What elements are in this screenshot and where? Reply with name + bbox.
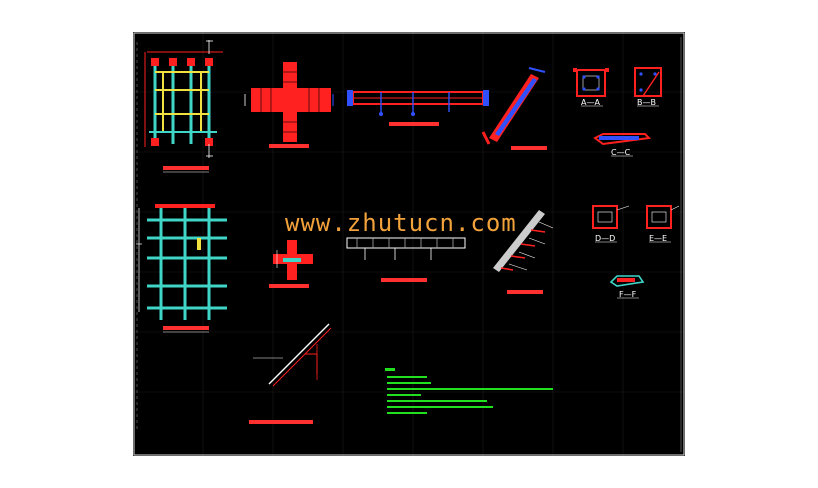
section-label-f: F—F xyxy=(619,290,637,299)
section-b-b xyxy=(634,67,662,107)
beam-section-1 xyxy=(347,90,489,126)
section-label-e: E—E xyxy=(649,234,668,243)
section-label-a: A—A xyxy=(581,98,600,107)
section-d-d xyxy=(592,205,630,243)
stair-elevation xyxy=(249,323,332,424)
section-f-f xyxy=(609,275,645,299)
section-label-d: D—D xyxy=(595,234,616,243)
section-label-b: B—B xyxy=(637,98,656,107)
cross-joint-detail-2 xyxy=(269,240,313,288)
section-label-c: C—C xyxy=(611,148,631,157)
cross-joint-detail xyxy=(244,62,334,148)
watermark-text: www.zhutucn.com xyxy=(285,209,517,237)
stair-detail-1 xyxy=(481,67,547,150)
sheet-frame xyxy=(133,32,685,456)
general-notes xyxy=(385,368,553,414)
drawing-sheet: www.zhutucn.com A—A B—B C—C D—D E—E F—F xyxy=(133,32,685,456)
plan-view-2 xyxy=(136,204,227,333)
section-a-a xyxy=(573,68,609,107)
plan-view-1 xyxy=(144,40,223,173)
section-e-e xyxy=(646,205,680,243)
section-c-c xyxy=(593,133,652,157)
cad-drawing xyxy=(133,32,685,456)
beam-section-2 xyxy=(346,237,466,282)
stair-detail-2 xyxy=(493,210,554,294)
